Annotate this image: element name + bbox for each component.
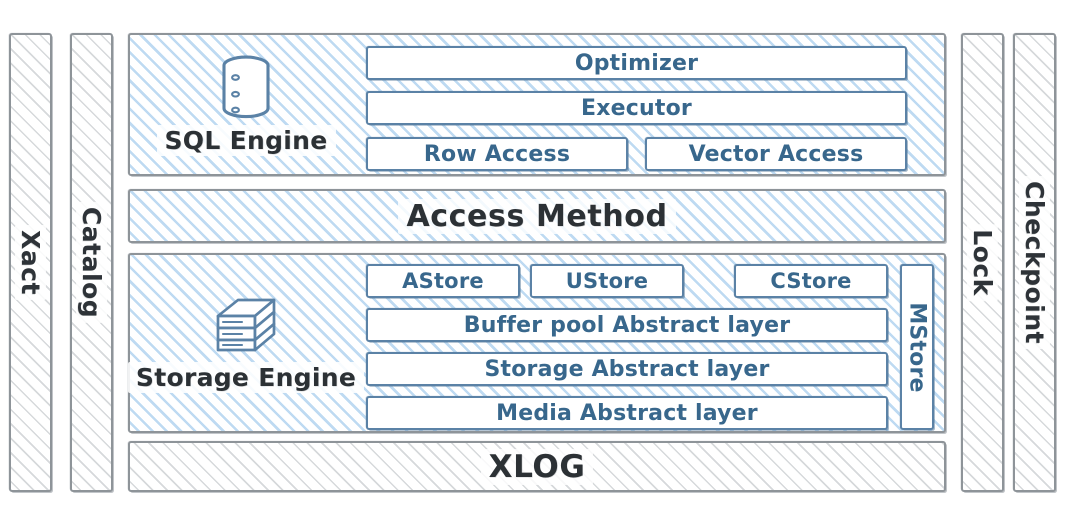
column-label-lock: Lock	[967, 224, 998, 301]
storage-box-storage-layer-label: Storage Abstract layer	[484, 356, 770, 382]
storage-box-storage-layer[interactable]: Storage Abstract layer	[366, 352, 888, 386]
storage-box-media-layer-label: Media Abstract layer	[496, 400, 758, 426]
sidebar-column-catalog[interactable]: Catalog	[70, 33, 113, 492]
column-label-checkpoint: Checkpoint	[1019, 176, 1050, 349]
storage-engine-block[interactable]: Storage Engine AStore UStore CStore Buff…	[127, 253, 946, 433]
storage-box-buffer-pool[interactable]: Buffer pool Abstract layer	[366, 308, 888, 342]
storage-box-ustore-label: UStore	[565, 269, 649, 293]
sql-box-row-access[interactable]: Row Access	[366, 137, 628, 171]
column-label-xact: Xact	[15, 225, 47, 300]
access-method-label: Access Method	[398, 198, 676, 234]
xlog-bar[interactable]: XLOG	[128, 441, 946, 492]
sql-box-executor-label: Executor	[581, 95, 692, 121]
sql-box-optimizer-label: Optimizer	[574, 50, 699, 76]
xlog-label: XLOG	[480, 448, 594, 485]
storage-engine-identity: Storage Engine	[127, 255, 365, 431]
access-method-bar[interactable]: Access Method	[128, 189, 946, 243]
sql-box-vector-access[interactable]: Vector Access	[645, 137, 907, 171]
sql-engine-block[interactable]: SQL Engine Optimizer Executor Row Access…	[128, 33, 946, 176]
sql-engine-label: SQL Engine	[156, 125, 336, 156]
storage-box-mstore[interactable]: MStore	[900, 264, 934, 430]
storage-box-astore[interactable]: AStore	[366, 264, 520, 298]
storage-box-ustore[interactable]: UStore	[530, 264, 684, 298]
column-label-catalog: Catalog	[76, 201, 107, 324]
sidebar-column-xact[interactable]: Xact	[9, 33, 52, 492]
sql-box-vector-access-label: Vector Access	[688, 141, 864, 167]
storage-engine-label: Storage Engine	[127, 361, 365, 393]
storage-box-cstore-label: CStore	[770, 269, 852, 293]
storage-box-buffer-pool-label: Buffer pool Abstract layer	[463, 312, 791, 338]
database-cylinder-icon	[217, 53, 275, 119]
storage-box-astore-label: AStore	[402, 269, 484, 293]
sidebar-column-checkpoint[interactable]: Checkpoint	[1013, 33, 1056, 492]
sql-box-optimizer[interactable]: Optimizer	[366, 46, 907, 80]
storage-box-mstore-label: MStore	[904, 301, 930, 393]
sql-box-executor[interactable]: Executor	[366, 91, 907, 125]
storage-box-media-layer[interactable]: Media Abstract layer	[366, 396, 888, 430]
sql-engine-identity: SQL Engine	[130, 35, 362, 174]
server-stack-icon	[210, 294, 282, 356]
sql-box-row-access-label: Row Access	[423, 141, 571, 167]
sidebar-column-lock[interactable]: Lock	[961, 33, 1004, 492]
storage-box-cstore[interactable]: CStore	[734, 264, 888, 298]
